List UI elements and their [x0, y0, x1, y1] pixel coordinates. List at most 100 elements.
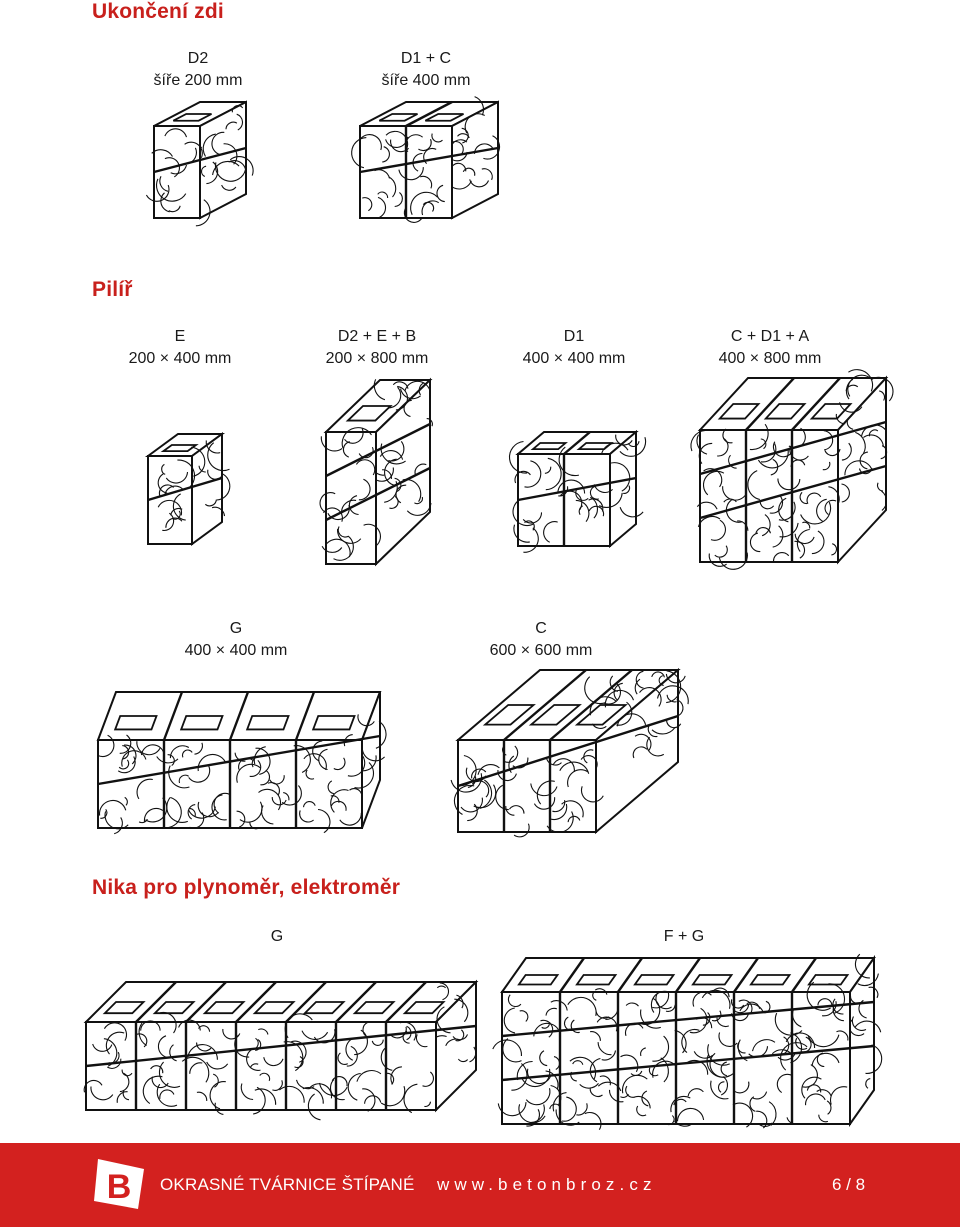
block-top-face — [455, 669, 681, 741]
block-hole — [809, 403, 853, 420]
caption-name: E — [174, 328, 186, 345]
caption-size: 400 × 800 mm — [718, 350, 822, 367]
block-hole — [763, 403, 807, 420]
footer-product: OKRASNÉ TVÁRNICE ŠTÍPANÉ — [160, 1175, 415, 1194]
block-hole — [160, 444, 199, 453]
block-side-face — [600, 429, 647, 549]
block-figure-e — [144, 432, 231, 546]
block-hole — [576, 442, 614, 451]
block-front-face — [690, 420, 887, 570]
caption-size: šíře 400 mm — [381, 72, 471, 89]
caption-e: E 200 × 400 mm — [129, 326, 232, 370]
block-hole — [378, 113, 418, 122]
caption-size: 200 × 800 mm — [325, 350, 429, 367]
caption-name: D1 — [563, 328, 585, 345]
page-number: 6 / 8 — [832, 1175, 866, 1194]
block-hole — [345, 405, 393, 422]
footer-bar: B OKRASNÉ TVÁRNICE ŠTÍPANÉ www.betonbroz… — [0, 1143, 960, 1227]
block-front-face — [83, 1011, 477, 1121]
block-front-face — [145, 125, 247, 227]
block-hole — [252, 1001, 296, 1015]
block-top-face — [500, 957, 876, 993]
caption-name: D2 — [187, 50, 209, 67]
caption-niche-g: G — [271, 926, 283, 948]
caption-g: G 400 × 400 mm — [185, 618, 288, 662]
block-hole — [424, 113, 464, 122]
block-hole — [633, 974, 676, 986]
block-figure-d2-e-b — [319, 377, 433, 567]
block-hole — [574, 704, 628, 726]
block-front-face — [508, 440, 637, 553]
block-figure-c — [450, 667, 689, 838]
block-figure-c-d1-a — [690, 369, 894, 570]
caption-name: G — [270, 928, 284, 945]
block-front-face — [351, 125, 499, 223]
block-side-face — [584, 667, 689, 835]
block-hole — [102, 1001, 146, 1015]
block-hole — [807, 974, 850, 986]
block-hole — [113, 715, 158, 731]
caption-name: C — [535, 620, 547, 637]
caption-size: 400 × 400 mm — [184, 642, 288, 659]
caption-name: C + D1 + A — [730, 328, 810, 345]
block-hole — [245, 715, 290, 731]
logo-letter: B — [107, 1168, 132, 1206]
caption-c: C 600 × 600 mm — [490, 618, 593, 662]
block-hole — [691, 974, 734, 986]
brand-logo-icon: B — [92, 1155, 148, 1216]
block-hole — [352, 1001, 396, 1015]
heading-niche: Nika pro plynoměr, elektroměr — [92, 876, 401, 899]
block-hole — [482, 704, 536, 726]
block-hole — [749, 974, 792, 986]
footer-website-link[interactable]: www.betonbroz.cz — [437, 1175, 657, 1194]
block-figure-niche-f-g — [492, 953, 883, 1130]
block-top-face — [83, 981, 479, 1023]
caption-size: 400 × 400 mm — [522, 350, 626, 367]
block-side-face — [191, 432, 231, 546]
block-side-face — [428, 979, 477, 1113]
caption-d2: D2 šíře 200 mm — [154, 48, 243, 92]
block-hole — [311, 715, 356, 731]
caption-size: 600 × 600 mm — [489, 642, 593, 659]
caption-niche-f-g: F + G — [664, 926, 704, 948]
block-figure-d1 — [508, 429, 647, 553]
block-figure-niche-g — [83, 979, 479, 1121]
block-front-face — [147, 455, 223, 545]
caption-size: 200 × 400 mm — [128, 350, 232, 367]
caption-name: D1 + C — [400, 50, 452, 67]
block-hole — [302, 1001, 346, 1015]
block-front-face — [319, 422, 431, 565]
block-top-face — [96, 691, 382, 741]
block-top-face — [697, 377, 889, 431]
heading-pillar: Pilíř — [92, 278, 133, 301]
block-hole — [172, 113, 212, 122]
block-figure-d2 — [145, 100, 254, 227]
block-side-face — [194, 100, 254, 220]
block-hole — [152, 1001, 196, 1015]
block-hole — [528, 704, 582, 726]
block-front-face — [492, 981, 875, 1130]
block-hole — [717, 403, 761, 420]
caption-name: D2 + E + B — [337, 328, 417, 345]
caption-d1-c: D1 + C šíře 400 mm — [382, 48, 471, 92]
block-hole — [402, 1001, 446, 1015]
block-hole — [202, 1001, 246, 1015]
block-hole — [530, 442, 568, 451]
block-hole — [517, 974, 560, 986]
caption-d2-e-b: D2 + E + B 200 × 800 mm — [326, 326, 429, 370]
block-side-face — [835, 369, 894, 565]
heading-wall-end: Ukončení zdi — [92, 0, 224, 23]
caption-name: G — [229, 620, 243, 637]
block-hole — [179, 715, 224, 731]
block-hole — [575, 974, 618, 986]
caption-size: šíře 200 mm — [153, 72, 243, 89]
caption-c-d1-a: C + D1 + A 400 × 800 mm — [719, 326, 822, 370]
caption-name: F + G — [663, 928, 705, 945]
block-front-face — [97, 734, 381, 835]
block-figure-d1-c — [351, 96, 501, 223]
block-side-face — [369, 377, 433, 567]
block-figure-g — [96, 690, 387, 835]
caption-d1: D1 400 × 400 mm — [523, 326, 626, 370]
block-top-face — [515, 431, 639, 455]
block-front-face — [450, 714, 679, 838]
